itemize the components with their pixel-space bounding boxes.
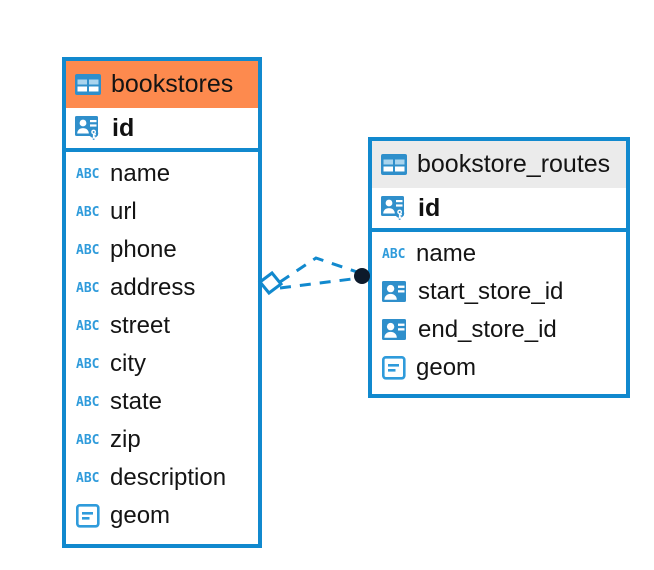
text-type-icon: ABC <box>382 246 407 262</box>
geometry-type-icon <box>75 503 101 528</box>
foreign-key-icon <box>382 279 409 305</box>
primary-key-icon <box>381 194 409 222</box>
field-row[interactable]: ABC street <box>66 307 258 345</box>
svg-text:ABC: ABC <box>76 395 99 410</box>
entity-bookstore-routes-header[interactable]: bookstore_routes <box>372 141 626 188</box>
entity-bookstores-title: bookstores <box>111 70 234 98</box>
text-type-icon: ABC <box>76 356 101 372</box>
field-label: description <box>110 464 227 491</box>
svg-text:ABC: ABC <box>76 243 99 258</box>
entity-bookstore-routes-field-list: ABC name start_store_id <box>372 232 626 387</box>
field-row[interactable]: ABC phone <box>66 231 258 269</box>
entity-bookstore-routes-primary-key-label: id <box>418 193 441 222</box>
field-label: state <box>110 388 163 415</box>
svg-text:ABC: ABC <box>76 205 99 220</box>
relationship-source-diamond <box>257 270 284 296</box>
entity-bookstores-primary-key-row[interactable]: id <box>66 108 258 152</box>
field-row[interactable]: ABC state <box>66 383 258 421</box>
field-label: end_store_id <box>418 316 557 343</box>
entity-bookstore-routes-title: bookstore_routes <box>417 150 611 178</box>
field-row[interactable]: end_store_id <box>372 311 626 349</box>
entity-bookstore-routes-primary-key-row[interactable]: id <box>372 188 626 232</box>
svg-text:ABC: ABC <box>76 357 99 372</box>
table-icon <box>381 154 407 175</box>
entity-bookstore-routes[interactable]: bookstore_routes id <box>368 137 630 398</box>
field-label: zip <box>110 426 141 453</box>
field-label: city <box>110 350 146 377</box>
foreign-key-icon <box>382 317 409 343</box>
field-label: geom <box>110 502 171 529</box>
entity-bookstores-primary-key-label: id <box>112 113 135 142</box>
field-row[interactable]: ABC url <box>66 193 258 231</box>
text-type-icon: ABC <box>76 204 101 220</box>
field-label: phone <box>110 236 177 263</box>
svg-text:ABC: ABC <box>76 319 99 334</box>
field-label: address <box>110 274 196 301</box>
field-label: street <box>110 312 171 339</box>
field-label: start_store_id <box>418 278 564 305</box>
entity-bookstores[interactable]: bookstores id <box>62 57 262 548</box>
text-type-icon: ABC <box>76 166 101 182</box>
text-type-icon: ABC <box>76 470 101 486</box>
text-type-icon: ABC <box>76 432 101 448</box>
field-label: url <box>110 198 137 225</box>
relationship-line-lower <box>279 276 361 290</box>
field-label: name <box>110 160 171 187</box>
field-label: geom <box>416 354 477 381</box>
text-type-icon: ABC <box>76 318 101 334</box>
field-row[interactable]: ABC address <box>66 269 258 307</box>
svg-text:ABC: ABC <box>76 167 99 182</box>
text-type-icon: ABC <box>76 242 101 258</box>
field-row[interactable]: geom <box>372 349 626 387</box>
field-row[interactable]: start_store_id <box>372 273 626 311</box>
table-icon <box>75 74 101 95</box>
field-row[interactable]: geom <box>66 497 258 535</box>
field-row[interactable]: ABC zip <box>66 421 258 459</box>
field-row[interactable]: ABC name <box>66 155 258 193</box>
svg-text:ABC: ABC <box>76 471 99 486</box>
text-type-icon: ABC <box>76 394 101 410</box>
svg-text:ABC: ABC <box>76 281 99 296</box>
field-row[interactable]: ABC city <box>66 345 258 383</box>
entity-bookstores-field-list: ABC name ABC url ABC phone ABC <box>66 152 258 535</box>
field-label: name <box>416 240 477 267</box>
field-row[interactable]: ABC name <box>372 235 626 273</box>
primary-key-icon <box>75 114 103 142</box>
geometry-type-icon <box>381 355 407 380</box>
field-row[interactable]: ABC description <box>66 459 258 497</box>
text-type-icon: ABC <box>76 280 101 296</box>
svg-text:ABC: ABC <box>382 247 405 262</box>
svg-text:ABC: ABC <box>76 433 99 448</box>
entity-bookstores-header[interactable]: bookstores <box>66 61 258 108</box>
relationship-line-upper <box>279 256 361 284</box>
